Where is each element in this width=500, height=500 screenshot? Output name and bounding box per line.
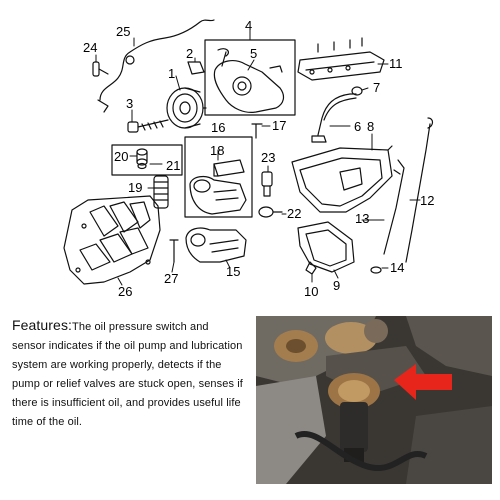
part-tube-6 <box>311 93 357 143</box>
part-filter-19 <box>153 175 169 209</box>
callout-5: 5 <box>250 46 257 61</box>
red-arrow-icon <box>394 364 452 400</box>
callout-7: 7 <box>373 80 380 95</box>
callout-15: 15 <box>226 264 240 279</box>
exploded-parts-diagram: 24 25 2 1 3 4 5 11 7 6 8 12 13 14 10 9 1… <box>63 18 434 299</box>
part-housing-16 <box>189 175 247 215</box>
callout-22: 22 <box>287 206 301 221</box>
callout-25: 25 <box>116 24 130 39</box>
callout-1: 1 <box>168 66 175 81</box>
part-sensor-23 <box>261 171 273 197</box>
part-manifold-26 <box>63 195 161 285</box>
part-dipstick-12 <box>405 117 434 263</box>
callout-9: 9 <box>333 278 340 293</box>
features-body: The oil pressure switch and sensor indic… <box>12 321 243 428</box>
engine-photo <box>256 316 492 484</box>
box-seal-group <box>111 144 183 176</box>
callout-8: 8 <box>367 119 374 134</box>
callout-17: 17 <box>272 118 286 133</box>
callout-4: 4 <box>245 18 252 33</box>
callout-27: 27 <box>164 271 178 286</box>
part-tube-13 <box>383 159 405 255</box>
callout-16: 16 <box>211 120 225 135</box>
part-oil-pan-9 <box>297 221 355 273</box>
part-sensor-24 <box>92 61 109 77</box>
callout-20: 20 <box>114 149 128 164</box>
callout-21: 21 <box>166 158 180 173</box>
part-wire-harness-25 <box>99 19 215 101</box>
part-switch-22 <box>258 206 283 218</box>
part-cover-11 <box>297 37 385 81</box>
part-pulley-1 <box>166 87 207 129</box>
callout-23: 23 <box>261 150 275 165</box>
callout-19: 19 <box>128 180 142 195</box>
part-bolt-3 <box>127 119 169 133</box>
callout-12: 12 <box>420 193 434 208</box>
callout-14: 14 <box>390 260 404 275</box>
callout-24: 24 <box>83 40 97 55</box>
features-title: Features: <box>12 317 73 333</box>
callout-3: 3 <box>126 96 133 111</box>
part-adapter-15 <box>185 227 247 263</box>
part-oil-pan-8 <box>291 145 393 213</box>
features-text-block: Features:The oil pressure switch and sen… <box>12 316 244 432</box>
part-oil-pump-5 <box>213 48 285 113</box>
callout-11: 11 <box>389 56 403 71</box>
part-filter-18 <box>213 159 245 177</box>
callout-18: 18 <box>210 143 224 158</box>
part-bolt-27 <box>169 239 179 263</box>
part-cap-7 <box>351 86 363 96</box>
callout-10: 10 <box>304 284 318 299</box>
part-bolt-17 <box>251 123 263 139</box>
part-oring-14 <box>370 266 382 274</box>
box-filter-housing-group <box>184 136 253 218</box>
part-bracket-2 <box>187 61 205 75</box>
part-plug-10 <box>305 261 317 275</box>
callout-13: 13 <box>355 211 369 226</box>
callout-26: 26 <box>118 284 132 299</box>
callout-6: 6 <box>354 119 361 134</box>
part-seal-20-21 <box>136 148 148 170</box>
callout-2: 2 <box>186 46 193 61</box>
